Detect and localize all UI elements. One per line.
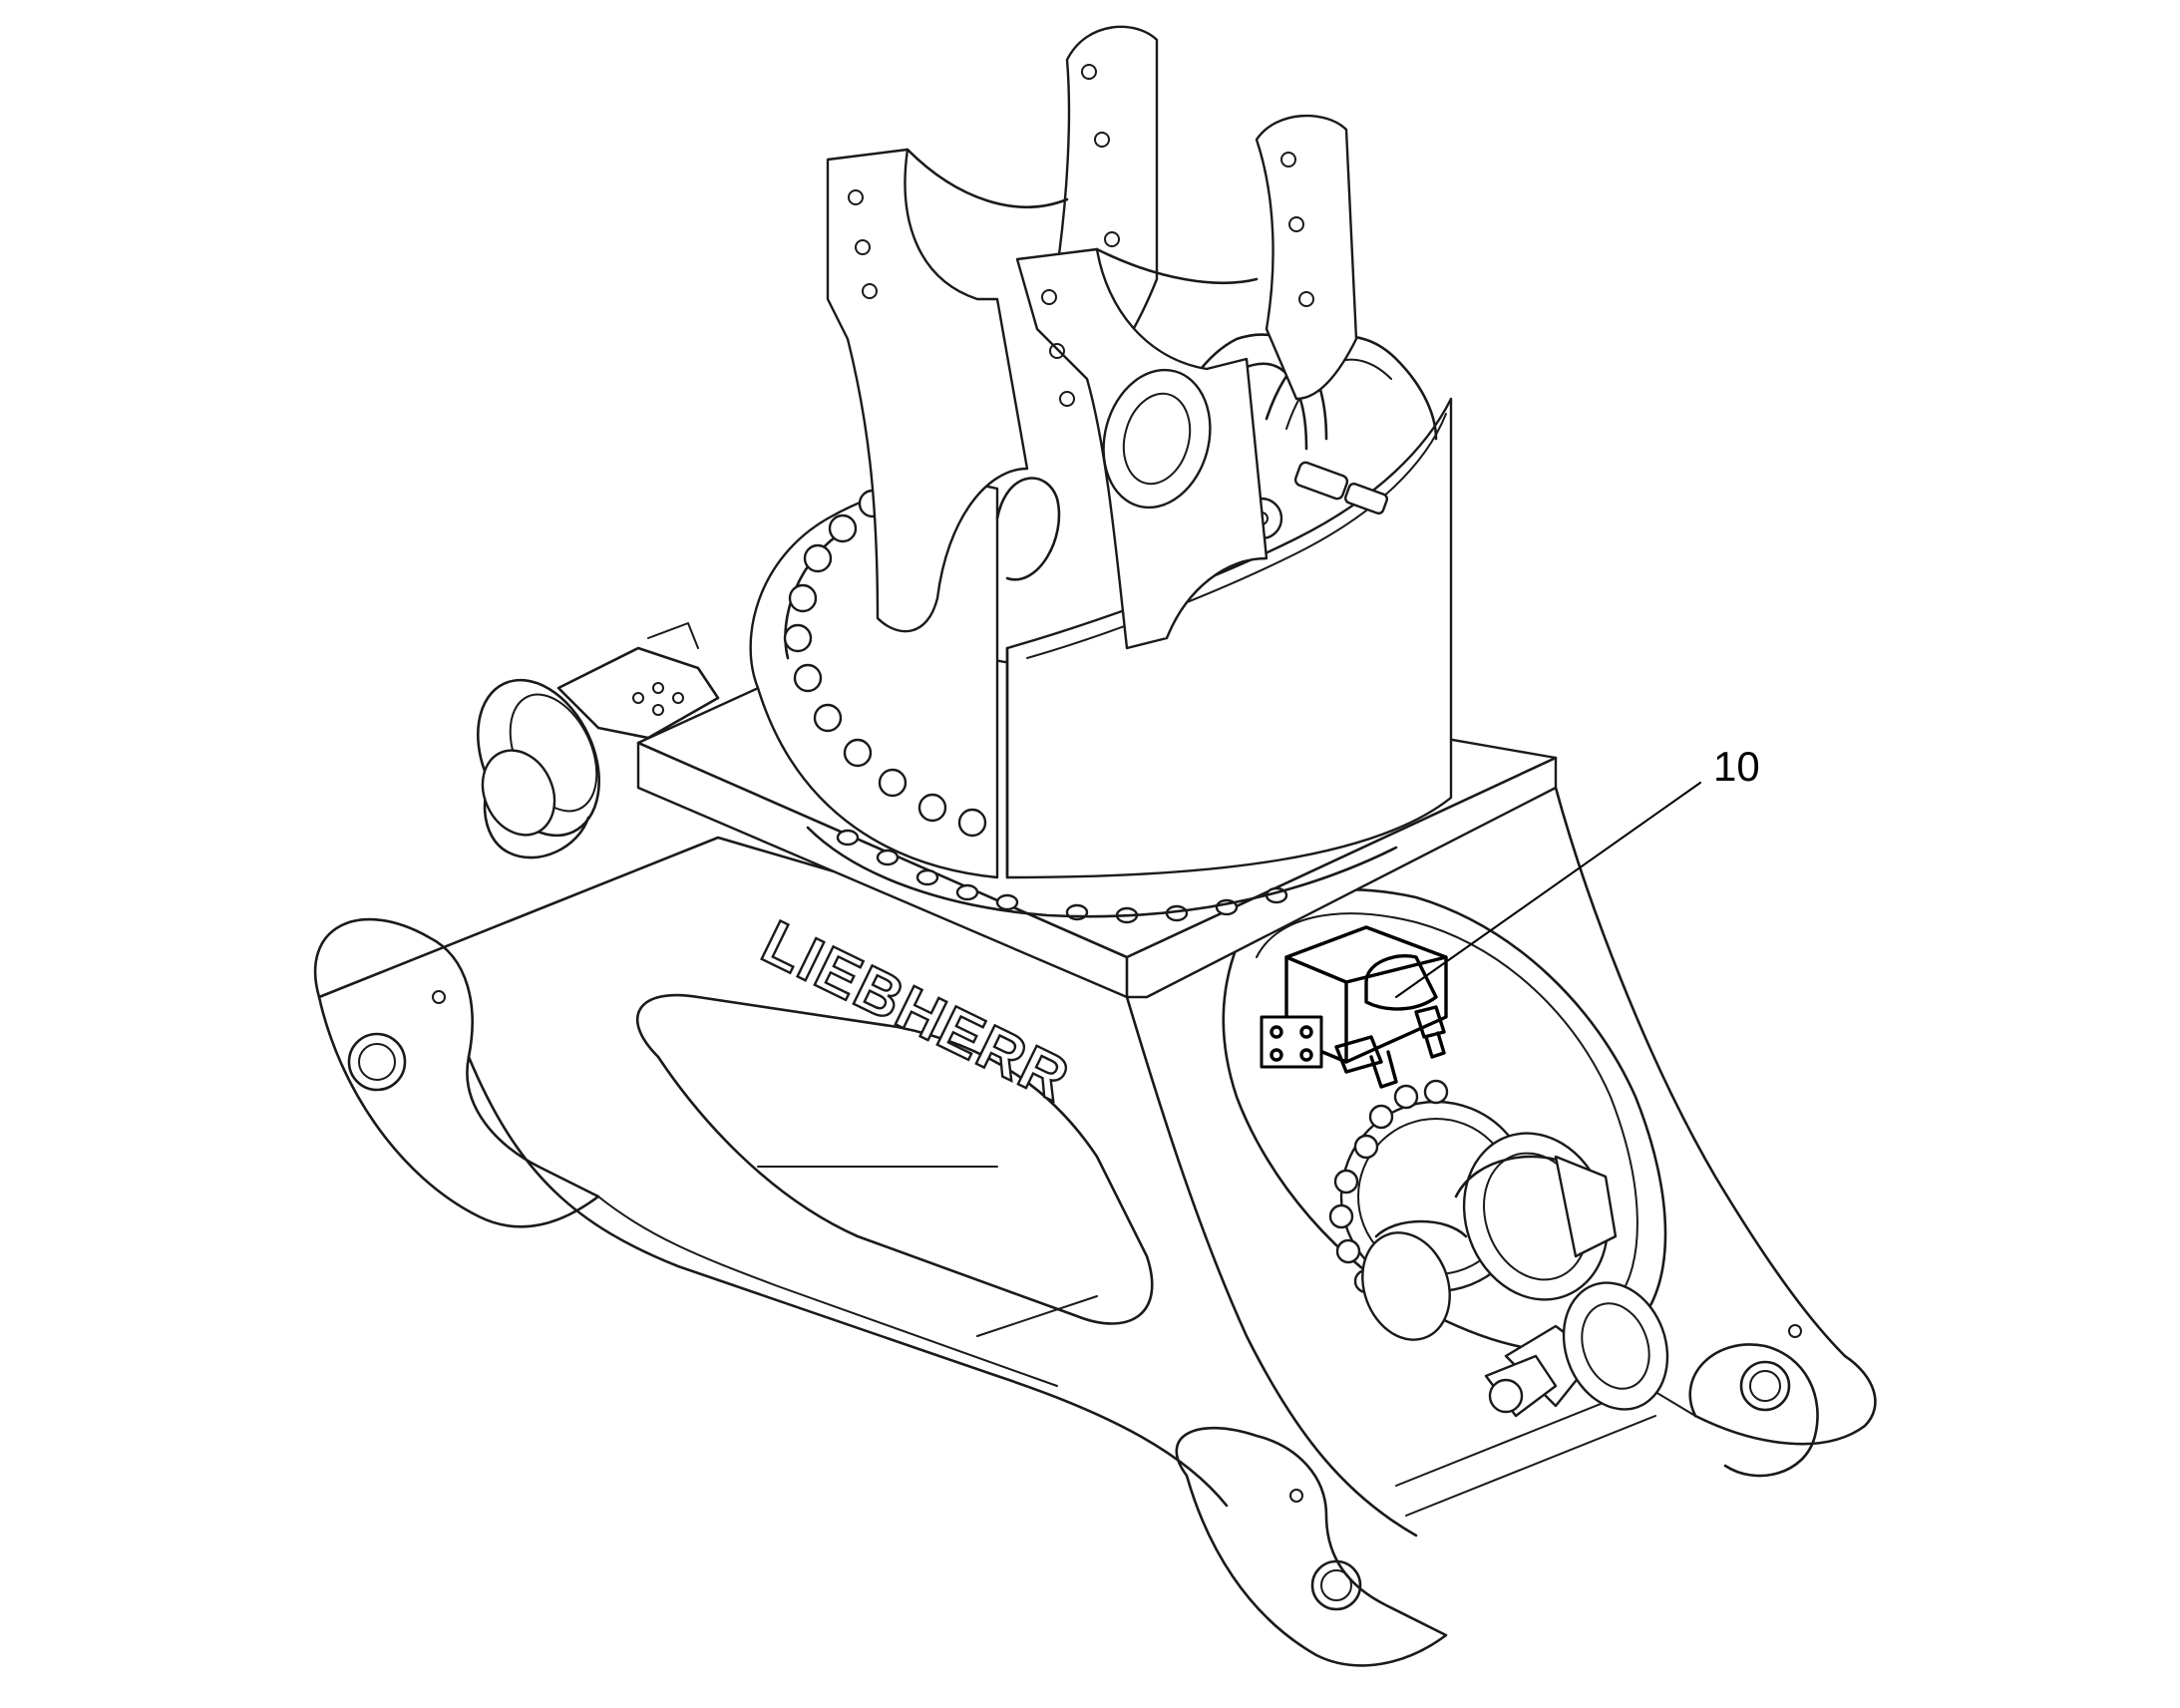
callout-10: 10 [1395, 743, 1760, 998]
flange-bolts [1328, 1079, 1449, 1294]
front-pivot-shaft [1328, 1079, 1669, 1418]
upper-link-plates [826, 25, 1358, 650]
callout-label-10: 10 [1713, 743, 1760, 790]
valve-block-assembly [1260, 925, 1448, 1089]
rear-pivot-bearing [476, 622, 720, 859]
